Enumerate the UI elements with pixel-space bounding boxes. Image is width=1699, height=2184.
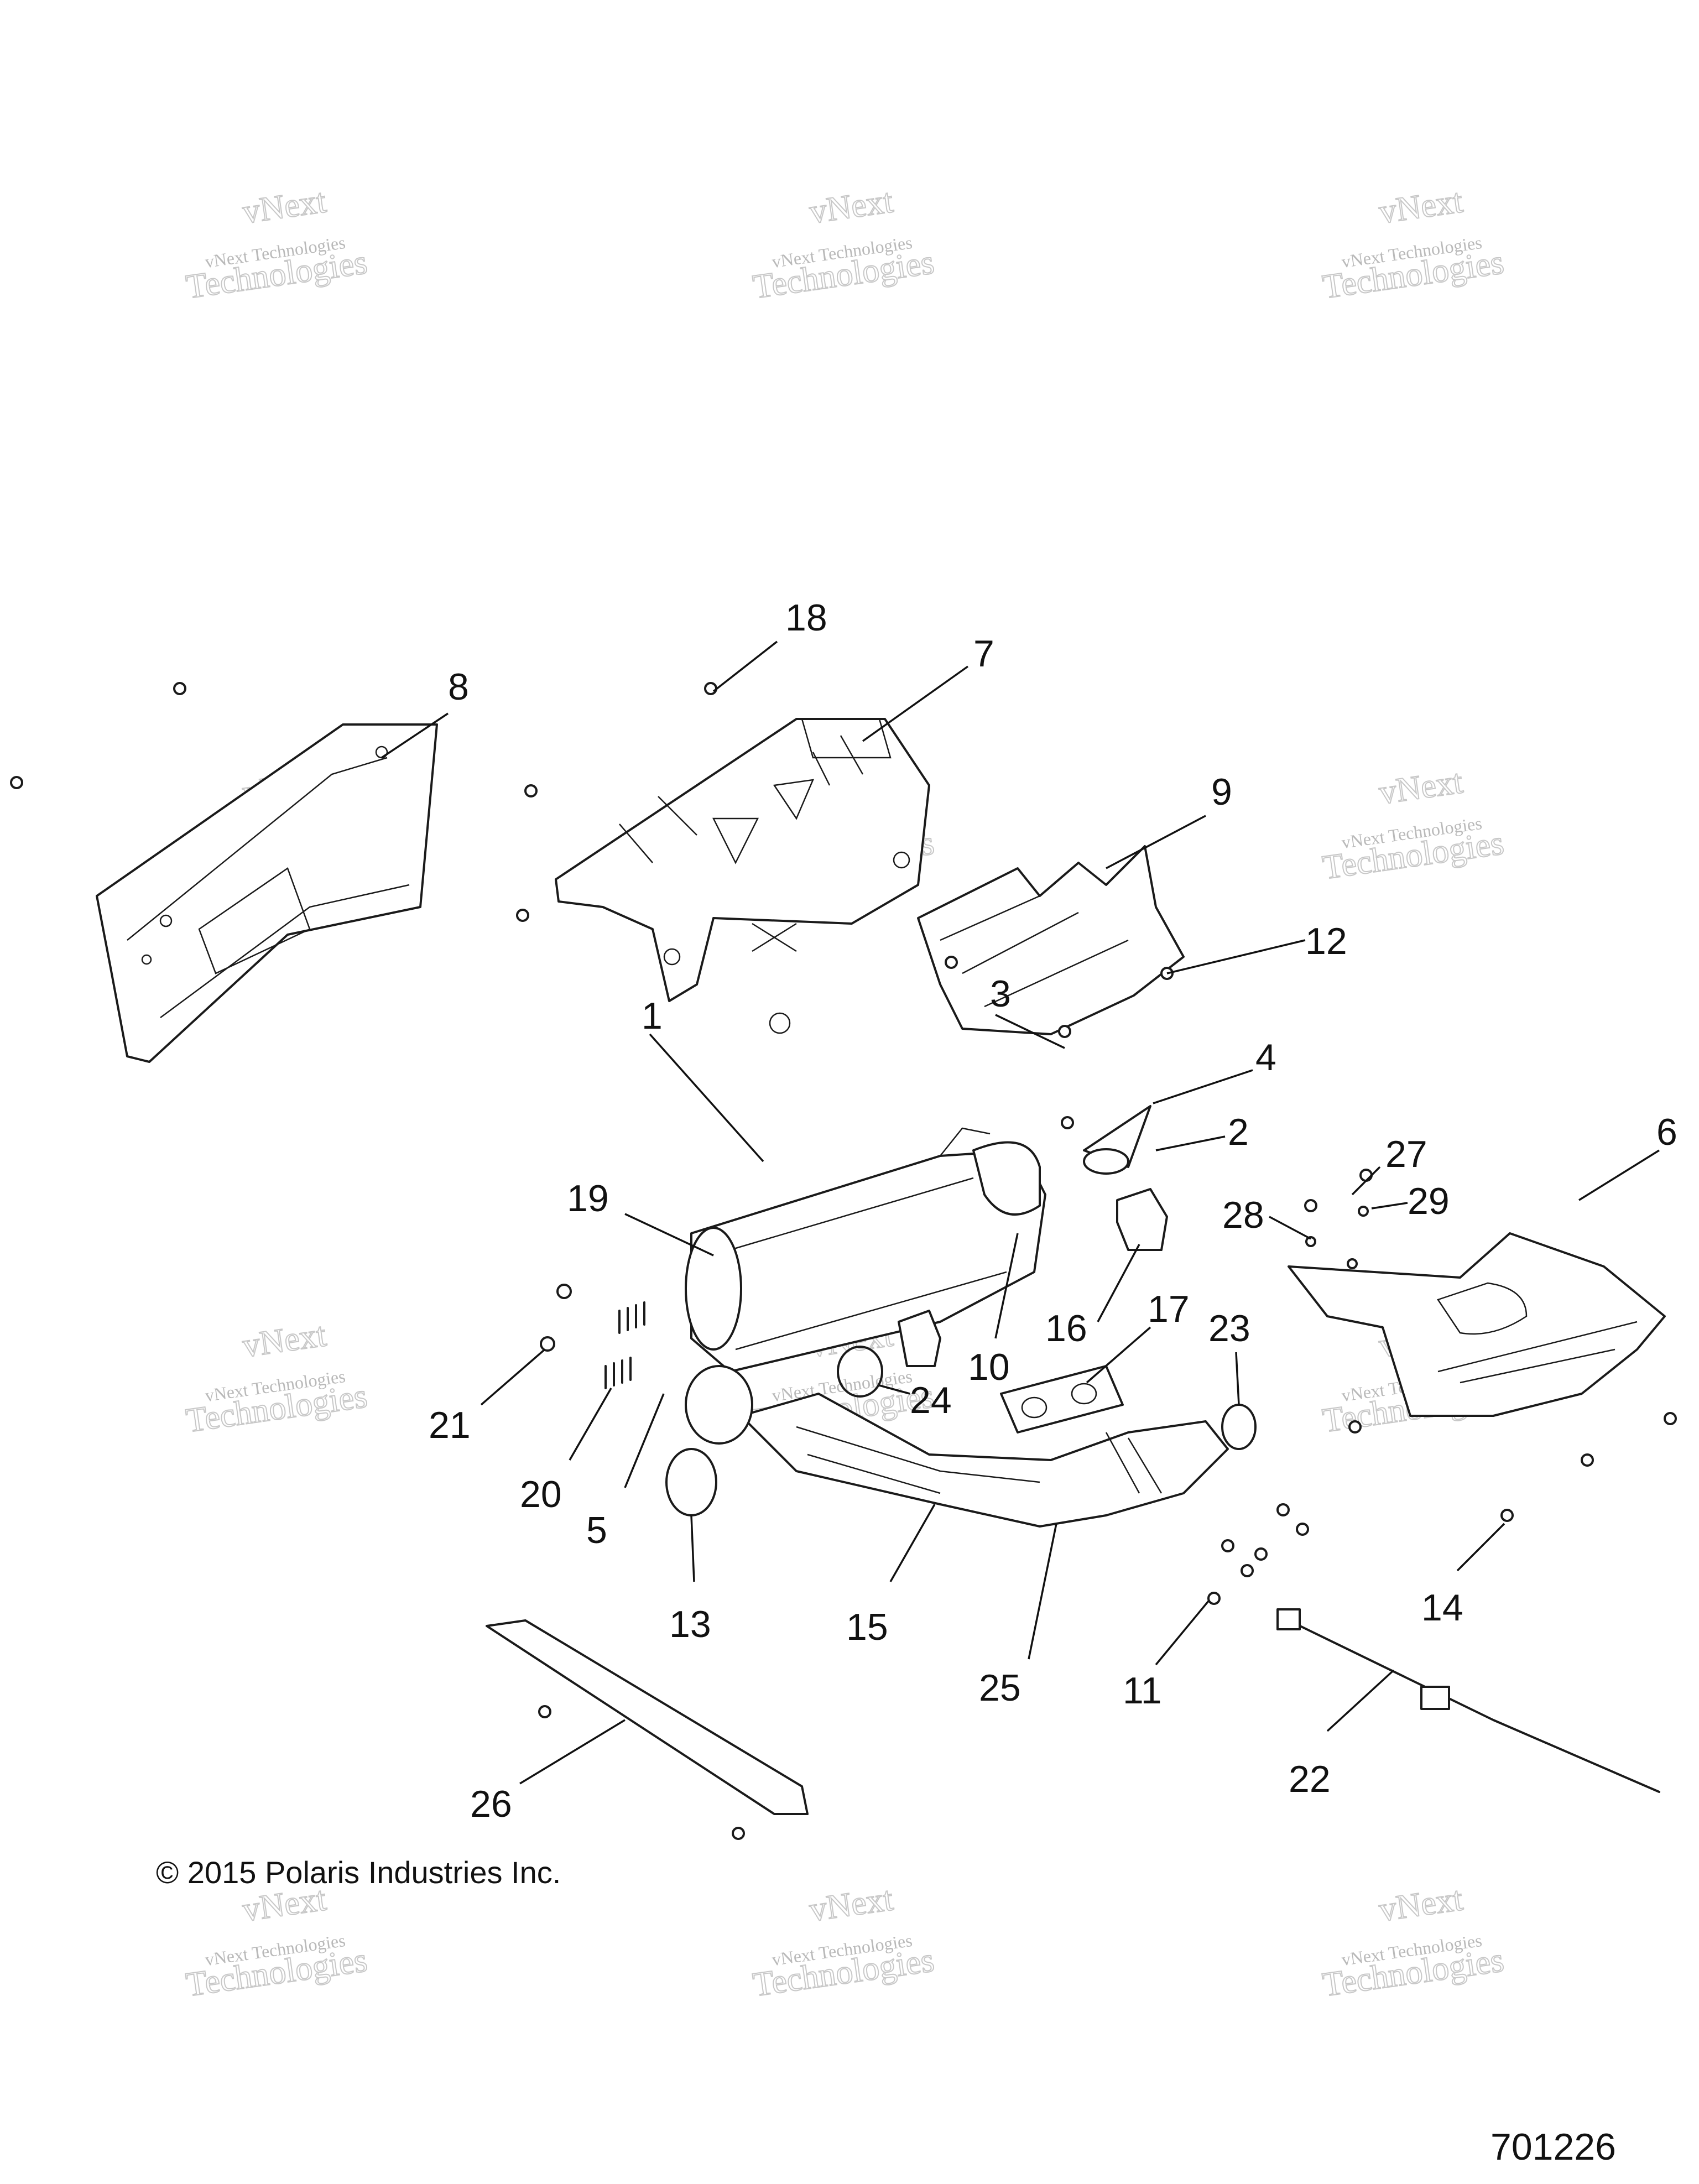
callout-14: 14 <box>1421 1587 1463 1629</box>
leader-2 <box>1155 1135 1226 1151</box>
copyright-text: © 2015 Polaris Industries Inc. <box>156 1855 561 1890</box>
callout-19: 19 <box>567 1177 609 1219</box>
callouts: 1 2 3 4 5 6 7 8 9 10 11 12 13 14 15 16 1… <box>429 597 1677 1825</box>
leader-9 <box>1106 815 1206 869</box>
callout-4: 4 <box>1255 1036 1276 1078</box>
leader-11 <box>1155 1600 1210 1666</box>
watermark: vNext Technologies vNext Technologies <box>183 181 370 306</box>
watermark: vNext Technologies vNext Technologies <box>750 1879 937 2004</box>
heat-shield-upper <box>555 718 930 1034</box>
leader-22 <box>1326 1669 1395 1732</box>
watermark: vNext Technologies vNext Technologies <box>183 1879 370 2004</box>
callout-23: 23 <box>1208 1307 1250 1349</box>
callout-8: 8 <box>448 666 469 708</box>
head-pipe <box>685 1365 1229 1528</box>
callout-5: 5 <box>586 1509 607 1551</box>
watermark: vNext Technologies vNext Technologies <box>750 181 937 306</box>
isolator-upper <box>1116 1188 1168 1251</box>
leader-18 <box>712 640 778 692</box>
callout-10: 10 <box>968 1346 1010 1388</box>
watermark: vNext Technologies vNext Technologies <box>1320 1879 1507 2004</box>
leader-10 <box>994 1233 1019 1339</box>
leader-5 <box>624 1393 665 1488</box>
callout-15: 15 <box>846 1606 888 1648</box>
leader-15 <box>889 1504 936 1582</box>
heat-shield-lower-strip <box>486 1619 809 1815</box>
callout-25: 25 <box>979 1667 1021 1709</box>
skid-plate-right <box>1288 1232 1666 1417</box>
exhaust-tip <box>1083 1105 1151 1175</box>
drawing-number: 701226 <box>1490 2126 1616 2168</box>
watermark: vNext Technologies vNext Technologies <box>1320 181 1507 306</box>
watermark: vNext Technologies vNext Technologies <box>183 1315 370 1440</box>
leader-21 <box>480 1348 546 1406</box>
clamp <box>837 1346 883 1398</box>
leader-6 <box>1578 1149 1660 1201</box>
leader-13 <box>690 1515 695 1582</box>
callout-6: 6 <box>1656 1111 1677 1153</box>
watermark-outline-top: vNext <box>240 182 329 231</box>
callout-3: 3 <box>990 973 1011 1015</box>
leader-1 <box>649 1033 764 1163</box>
leader-3 <box>995 1014 1065 1049</box>
leader-28 <box>1269 1216 1311 1240</box>
leader-14 <box>1456 1523 1505 1572</box>
leader-4 <box>1153 1069 1253 1104</box>
leader-17 <box>1086 1326 1151 1384</box>
watermark-outline-top: vNext <box>1377 1880 1465 1928</box>
heat-shield-left <box>96 723 438 1063</box>
isolator-lower <box>898 1310 941 1367</box>
band-clamp <box>1221 1404 1257 1450</box>
leader-7 <box>862 665 969 742</box>
gasket <box>1000 1365 1124 1434</box>
callout-1: 1 <box>642 995 663 1037</box>
leader-20 <box>569 1388 612 1461</box>
callout-11: 11 <box>1123 1670 1162 1712</box>
watermarks: vNext Technologies vNext Technologies vN… <box>183 181 1507 2004</box>
watermark-outline-top: vNext <box>807 1880 895 1928</box>
callout-16: 16 <box>1045 1307 1087 1349</box>
seal-ring <box>665 1448 717 1516</box>
callout-18: 18 <box>785 597 827 639</box>
callout-28: 28 <box>1222 1194 1264 1236</box>
fasteners <box>10 682 1677 1840</box>
callout-21: 21 <box>429 1404 471 1446</box>
leader-12 <box>1166 939 1306 974</box>
callout-22: 22 <box>1289 1758 1331 1800</box>
callout-13: 13 <box>669 1603 711 1645</box>
callout-2: 2 <box>1228 1111 1249 1153</box>
watermark-outline-top: vNext <box>807 182 895 231</box>
heat-shield-corrugated <box>917 845 1185 1035</box>
leader-26 <box>519 1719 626 1785</box>
callout-17: 17 <box>1148 1288 1190 1330</box>
watermark: vNext Technologies vNext Technologies <box>1320 762 1507 887</box>
leader-27 <box>1351 1166 1381 1196</box>
muffler <box>685 1127 1046 1373</box>
callout-12: 12 <box>1305 920 1347 962</box>
leader-16 <box>1097 1244 1140 1322</box>
leader-25 <box>1028 1523 1057 1660</box>
callout-20: 20 <box>520 1473 562 1515</box>
callout-24: 24 <box>910 1379 952 1421</box>
leader-lines <box>381 640 1660 1785</box>
watermark-outline-top: vNext <box>1377 763 1465 811</box>
leader-29 <box>1371 1202 1408 1210</box>
leader-19 <box>624 1213 714 1257</box>
leader-23 <box>1235 1352 1240 1405</box>
leader-24 <box>879 1384 910 1395</box>
callout-29: 29 <box>1408 1180 1450 1222</box>
callout-26: 26 <box>470 1783 512 1825</box>
callout-27: 27 <box>1385 1133 1427 1175</box>
callout-7: 7 <box>973 633 994 675</box>
parts <box>10 682 1677 1840</box>
leader-8 <box>381 712 449 759</box>
springs <box>604 1301 645 1389</box>
callout-9: 9 <box>1211 771 1232 813</box>
watermark-outline-top: vNext <box>1377 182 1465 231</box>
watermark-outline-top: vNext <box>240 1316 329 1364</box>
harness-strap <box>1276 1608 1660 1793</box>
